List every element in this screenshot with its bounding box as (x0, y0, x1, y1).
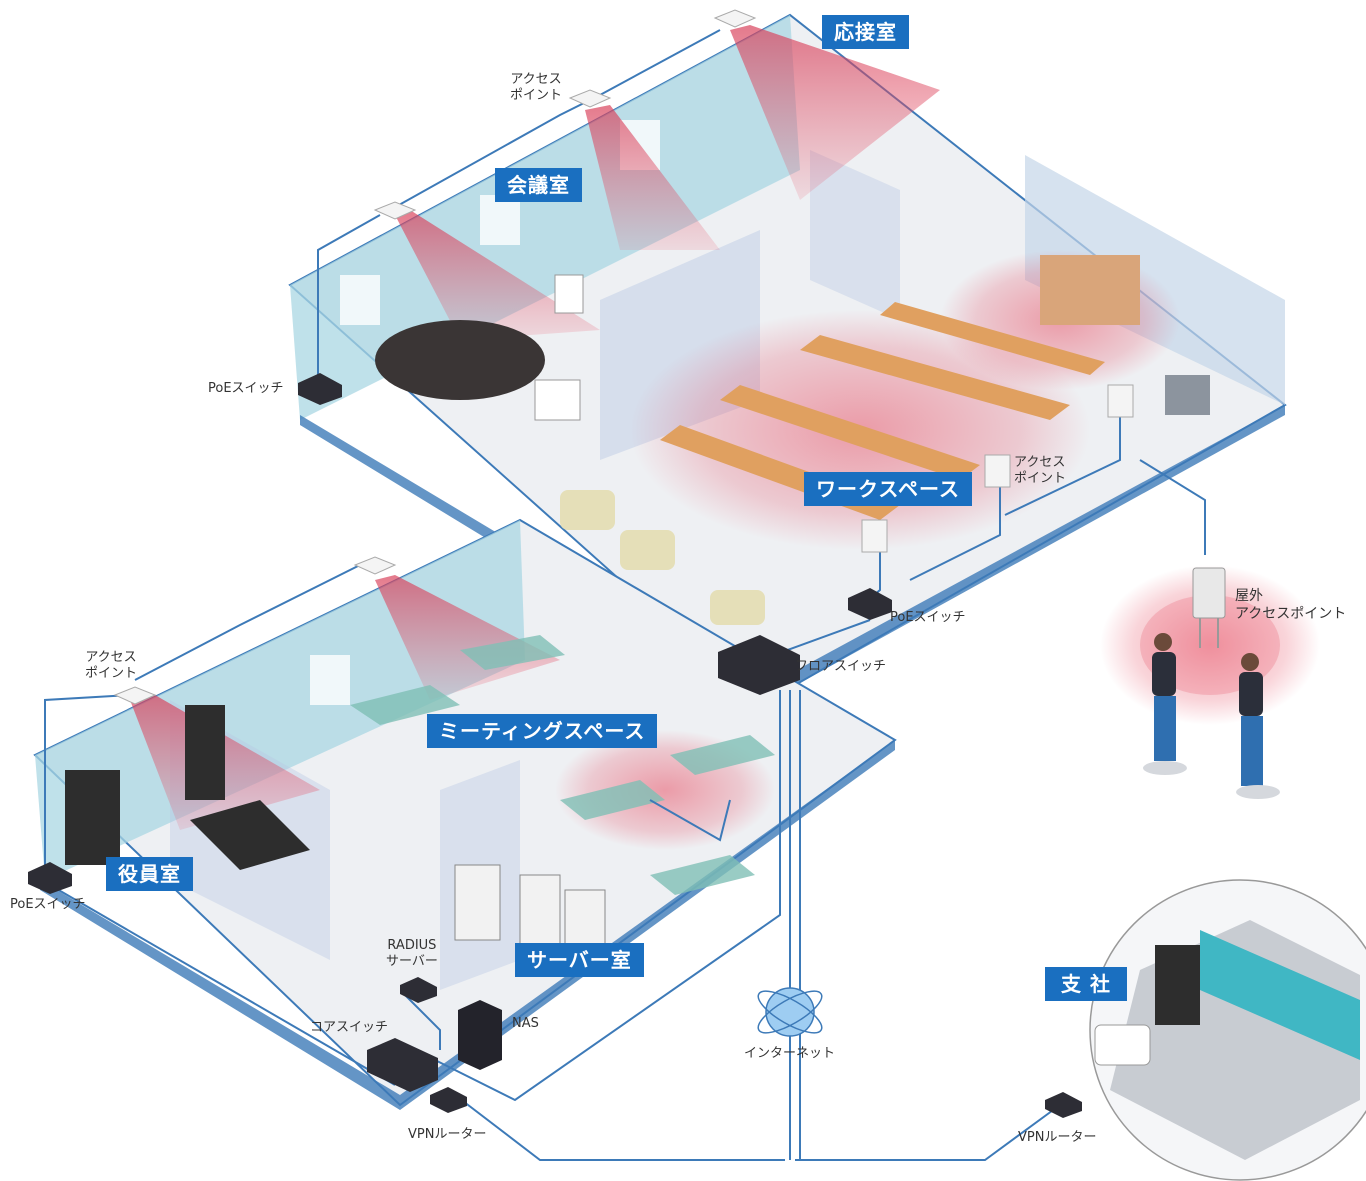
label-branch: 支 社 (1045, 967, 1127, 1001)
nas-box (458, 1000, 502, 1070)
outdoor-people (1143, 633, 1280, 799)
label-meeting-space: ミーティングスペース (427, 714, 658, 748)
ap-coverage-conference (395, 210, 600, 340)
label-ap-workspace: アクセスポイント (1014, 455, 1067, 487)
label-executive: 役員室 (106, 857, 193, 891)
bookshelf (65, 770, 120, 865)
label-outdoor-ap: 屋外アクセスポイント (1235, 588, 1347, 622)
label-ap-lower: アクセスポイント (85, 650, 138, 682)
vpn-router-branch-box (1045, 1092, 1082, 1118)
label-workspace: ワークスペース (804, 472, 972, 506)
flipchart (554, 274, 584, 314)
meeting-tables (350, 635, 775, 895)
label-poe-switch-upper-left: PoEスイッチ (208, 381, 284, 396)
label-internet: インターネット (744, 1046, 836, 1061)
upper-back-wall-left (290, 15, 800, 420)
conference-table (375, 320, 545, 400)
window (310, 655, 350, 705)
kitchen-counter (1040, 255, 1140, 325)
ap-coverage-meeting-space (375, 575, 560, 700)
vpn-router-main-box (430, 1087, 467, 1113)
switch-devices (28, 373, 1082, 1118)
whiteboard (534, 379, 581, 421)
access-point-wall (861, 384, 1134, 553)
printer (1165, 375, 1210, 415)
label-server-room: サーバー室 (515, 943, 644, 977)
executive-desk (190, 800, 310, 870)
label-floor-switch: フロアスイッチ (795, 659, 887, 674)
internet-globe-icon (757, 987, 823, 1037)
access-point-ceiling (113, 9, 757, 705)
label-vpn-router-main: VPNルーター (408, 1127, 487, 1142)
label-poe-switch-upper-right: PoEスイッチ (890, 610, 966, 625)
label-conference: 会議室 (495, 168, 582, 202)
outdoor-access-point (1192, 567, 1226, 648)
label-vpn-router-branch: VPNルーター (1018, 1130, 1097, 1145)
label-reception: 応接室 (822, 15, 909, 49)
core-switch-box (367, 1038, 438, 1092)
window (480, 195, 520, 245)
ap-coverage-reception (730, 25, 940, 200)
lower-floor-edge (40, 740, 895, 1110)
label-poe-switch-lower: PoEスイッチ (10, 897, 86, 912)
ap-coverage-meeting (585, 105, 720, 250)
floor-switch-box (718, 635, 800, 695)
sofas (560, 490, 765, 625)
bookshelf (185, 705, 225, 800)
label-nas: NAS (512, 1016, 539, 1031)
label-ap-upper: アクセスポイント (510, 72, 563, 104)
label-core-switch: コアスイッチ (310, 1020, 389, 1035)
glass-partition (810, 150, 900, 320)
branch-office-inset (1089, 879, 1366, 1181)
radius-server-box (400, 977, 437, 1003)
window (340, 275, 380, 325)
